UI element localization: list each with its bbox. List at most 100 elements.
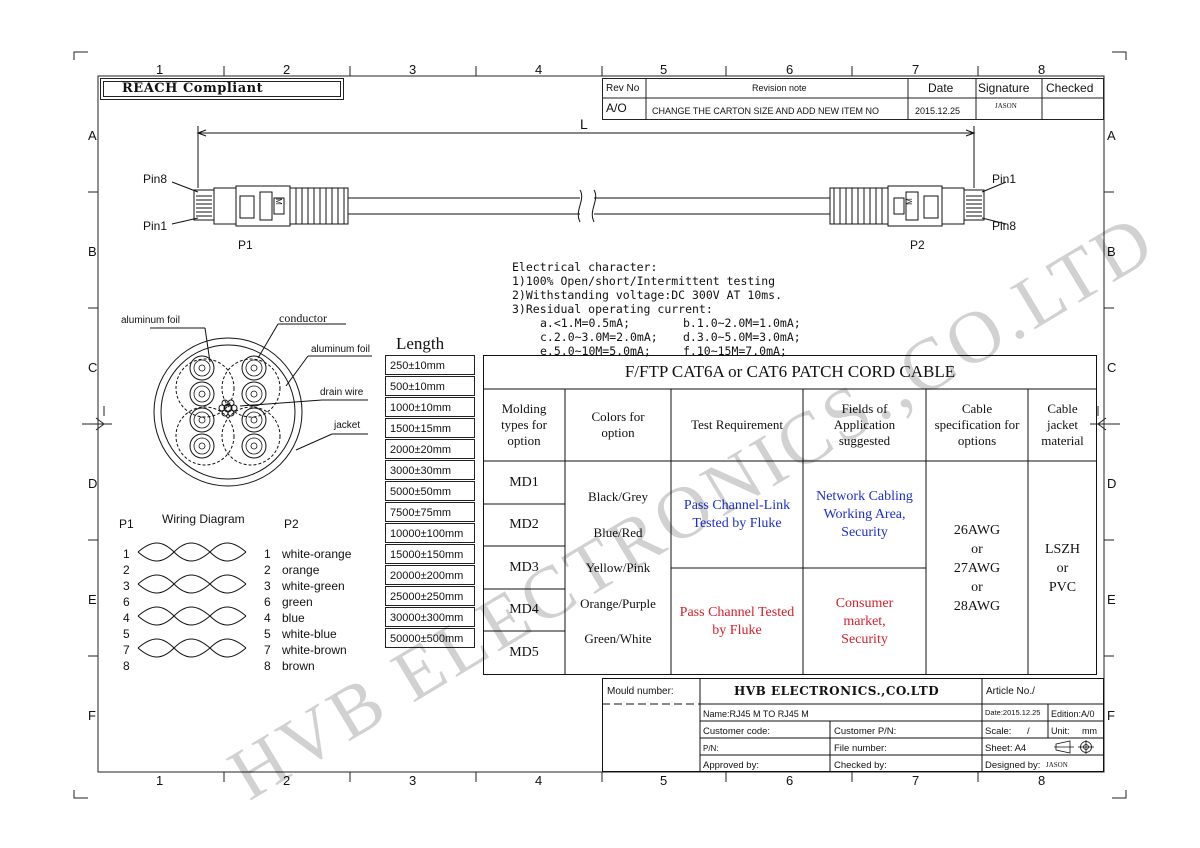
length-option: 10000±100mm <box>385 523 475 543</box>
field-consumer-market: Consumer market, Security <box>835 595 894 647</box>
aluminum-foil-left-label: aluminum foil <box>121 315 180 326</box>
right-plug-mark: M <box>904 198 914 205</box>
pn-label: P/N: <box>703 744 719 753</box>
length-option: 15000±150mm <box>385 544 475 564</box>
fields-header: Fields of Application suggested <box>833 401 896 448</box>
electrical-character: Electrical character: 1)100% Open/short/… <box>512 260 801 358</box>
color-option: Blue/Red <box>593 525 643 540</box>
title-block <box>602 678 1104 772</box>
length-option: 50000±500mm <box>385 628 475 648</box>
twisted-pairs-drawing <box>137 542 247 658</box>
pin-number: 1 <box>123 547 130 561</box>
left-plug-mark: M <box>273 198 283 205</box>
grid-col-3-bottom: 3 <box>409 773 417 788</box>
grid-row-f-right: F <box>1107 708 1115 723</box>
length-option: 5000±50mm <box>385 481 475 501</box>
grid-row-e: E <box>88 592 97 607</box>
test-requirement-channel: Pass Channel Tested by Fluke <box>679 604 795 638</box>
length-option: 3000±30mm <box>385 460 475 480</box>
grid-col-2: 2 <box>283 62 291 77</box>
p2-plug-label: P2 <box>910 238 925 252</box>
electrical-title: Electrical character: <box>512 260 658 274</box>
color-option: Black/Grey <box>588 489 648 504</box>
grid-row-f: F <box>88 708 96 723</box>
electrical-line-1: 1)100% Open/short/Intermittent testing <box>512 274 776 288</box>
color-option: Orange/Purple <box>580 596 656 611</box>
signature-header: Signature <box>978 81 1030 95</box>
p1-plug-label: P1 <box>238 238 253 252</box>
current-row: c.2.0~3.0M=2.0mA;d.3.0~5.0M=3.0mA; <box>540 330 801 344</box>
grid-row-e-right: E <box>1107 592 1116 607</box>
date-header: Date <box>928 81 954 95</box>
approved-by-label: Approved by: <box>703 760 759 771</box>
right-pin-top-label: Pin1 <box>992 172 1017 186</box>
left-pin-bottom-label: Pin1 <box>143 219 168 233</box>
revision-note-value: CHANGE THE CARTON SIZE AND ADD NEW ITEM … <box>652 106 880 116</box>
grid-col-6-bottom: 6 <box>786 773 794 788</box>
customer-code-label: Customer code: <box>703 726 771 737</box>
awg-options: 26AWG or 27AWG or 28AWG <box>953 522 1001 614</box>
length-option: 7500±75mm <box>385 502 475 522</box>
grid-col-6: 6 <box>786 62 794 77</box>
length-dimension-label: L <box>580 116 588 132</box>
field-network-cabling: Network Cabling Working Area, Security <box>816 488 913 540</box>
length-option: 1000±10mm <box>385 397 475 417</box>
grid-row-d-right: D <box>1107 476 1117 491</box>
left-pin-top-label: Pin8 <box>143 172 168 186</box>
jacket-label: jacket <box>334 420 361 431</box>
designer-signature: JASON <box>1046 761 1068 769</box>
molding-md2: MD2 <box>509 517 539 532</box>
current-row: e.5.0~10M=5.0mA;f.10~15M=7.0mA; <box>540 344 787 358</box>
length-option: 2000±20mm <box>385 439 475 459</box>
pin-number: 4 <box>123 611 130 625</box>
length-option: 250±10mm <box>385 355 475 375</box>
length-option: 1500±15mm <box>385 418 475 438</box>
test-header: Test Requirement <box>691 417 783 432</box>
grid-col-8: 8 <box>1038 62 1046 77</box>
grid-col-7-bottom: 7 <box>912 773 920 788</box>
scale-label: Scale: <box>985 726 1012 737</box>
reach-box: REACH Compliant <box>100 78 344 100</box>
company-name: HVB ELECTRONICS.,CO.LTD <box>734 684 940 698</box>
jacket-material-options: LSZH or PVC <box>1045 541 1080 595</box>
grid-row-b-right: B <box>1107 244 1116 259</box>
grid-col-5-bottom: 5 <box>660 773 668 788</box>
grid-row-c: C <box>88 360 98 375</box>
rev-no-value: A/O <box>606 101 627 115</box>
grid-row-b: B <box>88 244 97 259</box>
mould-number-label: Mould number: <box>607 686 674 697</box>
projection-symbol-icon <box>1054 740 1094 754</box>
pin-number: 2 <box>123 563 130 577</box>
aluminum-foil-right-label: aluminum foil <box>311 344 370 355</box>
customer-pn-label: Customer P/N: <box>834 726 897 737</box>
molding-md5: MD5 <box>509 645 539 660</box>
length-option: 25000±250mm <box>385 586 475 606</box>
cable-cross-section <box>150 323 372 487</box>
title-date: Date:2015.12.25 <box>985 708 1041 717</box>
sheet-size: Sheet: A4 <box>985 743 1027 754</box>
revision-date-value: 2015.12.25 <box>915 106 961 116</box>
color-option: Yellow/Pink <box>585 560 651 575</box>
cable-drawing <box>171 126 1007 227</box>
grid-row-a: A <box>88 128 97 143</box>
molding-md1: MD1 <box>509 474 539 490</box>
drain-wire-label: drain wire <box>320 387 364 398</box>
edition: Edition:A/0 <box>1051 709 1095 719</box>
spec-table-title: F/FTP CAT6A or CAT6 PATCH CORD CABLE <box>624 362 956 381</box>
length-option: 20000±200mm <box>385 565 475 585</box>
pin-number: 7 <box>123 643 130 657</box>
revision-signature-value: JASON <box>995 102 1017 110</box>
article-no-label: Article No./ <box>986 686 1035 697</box>
length-option: 30000±300mm <box>385 607 475 627</box>
designed-by-label: Designed by: <box>985 760 1041 771</box>
grid-col-4-bottom: 4 <box>535 773 543 788</box>
